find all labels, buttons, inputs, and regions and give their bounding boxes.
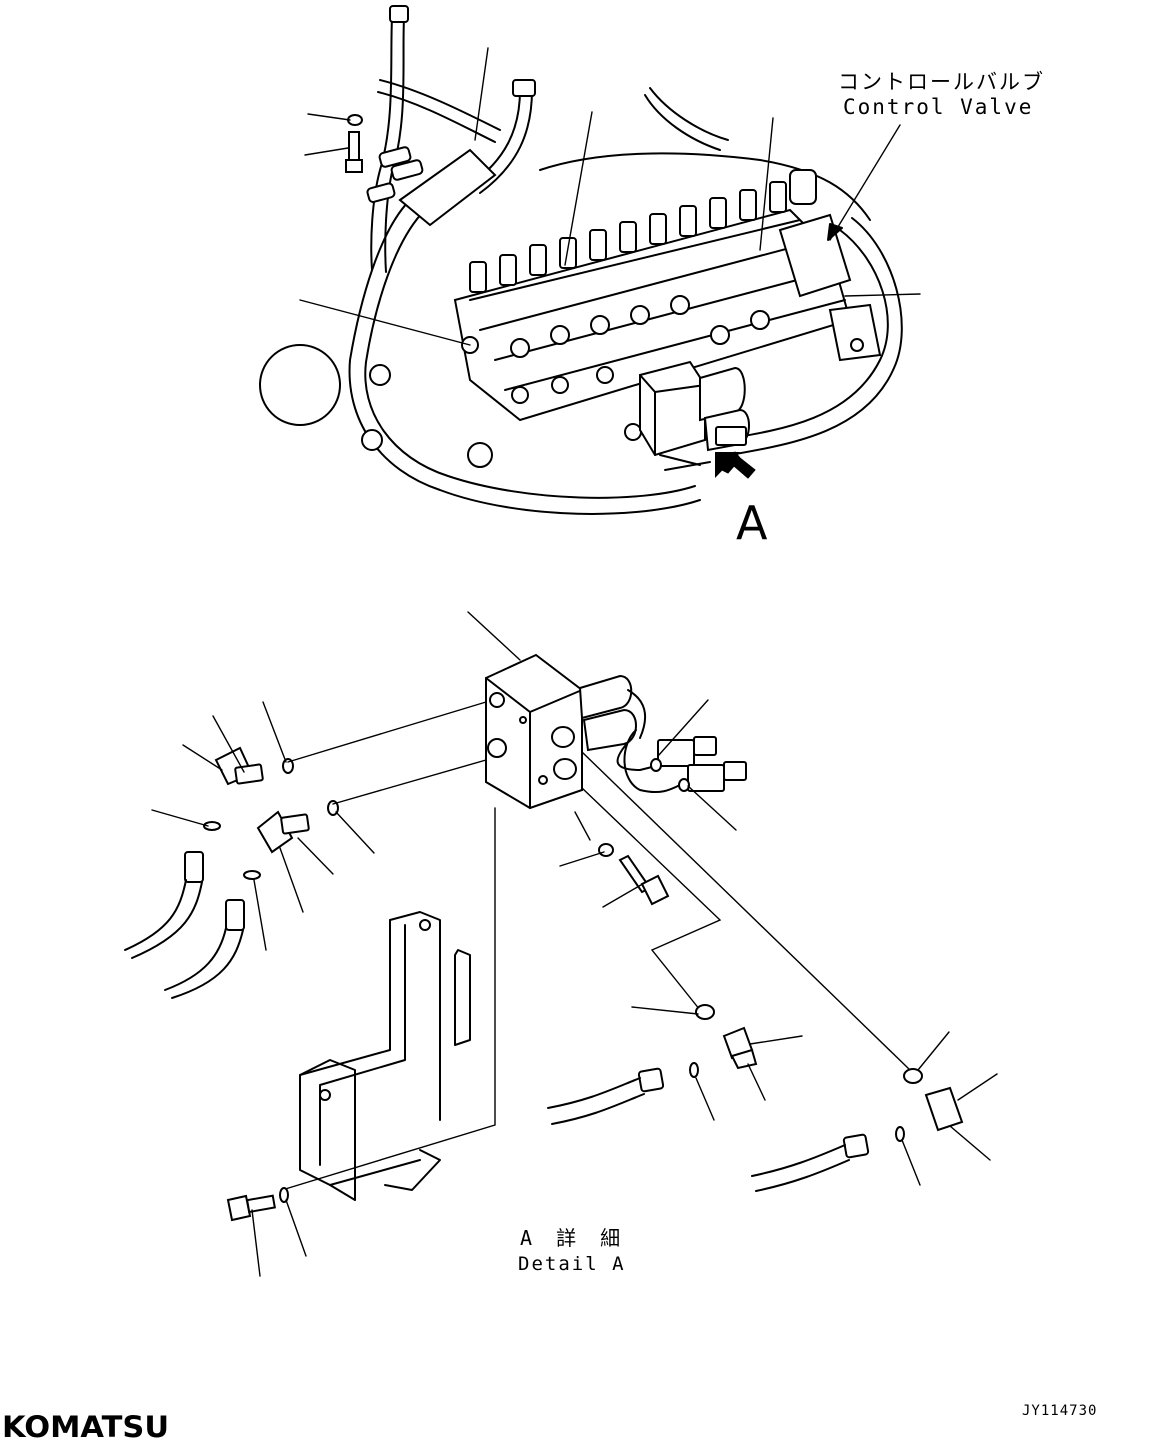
electrical-connectors	[650, 736, 747, 792]
solenoid-valve-upper	[639, 360, 750, 471]
hoses-left	[124, 851, 245, 999]
mounting-bracket	[299, 911, 471, 1201]
bolt-center	[574, 811, 670, 906]
elbow-fitting-left-2	[256, 800, 339, 854]
detail-a-title-jp: A 詳 細	[520, 1226, 627, 1250]
leader-lines-upper	[299, 47, 921, 346]
control-valve-assembly	[259, 5, 921, 515]
drawing-number: JY114730	[1022, 1403, 1098, 1419]
leader-lines-detail-a	[151, 611, 998, 1277]
control-valve-label-en: Control Valve	[843, 95, 1034, 119]
bolt-top-left	[345, 114, 363, 173]
front-fittings	[361, 295, 770, 468]
fitting-bottom-right	[751, 1068, 964, 1192]
detail-a-title-en: Detail A	[518, 1253, 626, 1275]
control-valve-label-jp: コントロールバルブ	[838, 70, 1045, 94]
bolt-bottom-left	[226, 1187, 289, 1222]
view-a-arrow	[715, 451, 756, 479]
fitting-bottom-center	[547, 1004, 758, 1125]
elbow-fitting-left-1	[214, 746, 294, 786]
komatsu-logo: KOMATSU	[2, 1410, 170, 1444]
detail-a-assembly	[124, 611, 998, 1277]
solenoid-valve-block	[485, 653, 681, 810]
view-a-label: A	[736, 496, 768, 550]
spool-caps	[469, 169, 817, 293]
